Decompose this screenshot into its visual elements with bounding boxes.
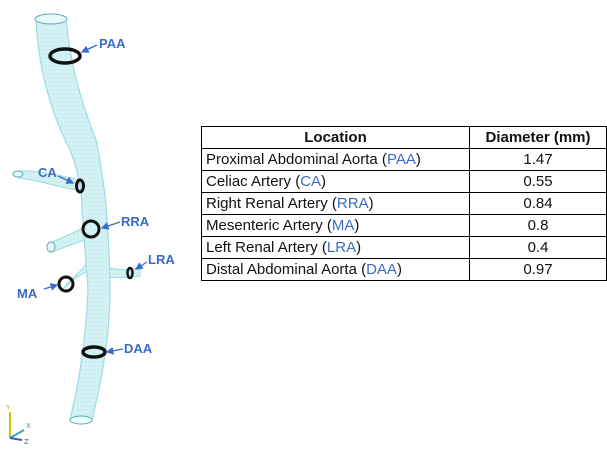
lra-arrow [134,261,148,270]
aorta-bottom-opening [69,415,93,425]
location-name: Left Renal Artery [206,239,318,256]
axis-x-label: X [26,422,31,430]
rra-arrow [100,221,121,230]
diameter-cell: 0.84 [469,192,607,215]
location-name: Mesenteric Artery [206,217,323,234]
axis-triad: Y X Z [5,404,31,446]
table-header-row: Location Diameter (mm) [201,126,607,149]
location-header: Location [201,126,470,149]
location-cell: Distal Abdominal Aorta (DAA) [201,258,470,281]
lra-ring [126,266,134,280]
rra-label: RRA [121,214,150,229]
diameter-table: Location Diameter (mm) Proximal Abdomina… [201,126,607,281]
ca-arrow [57,175,75,184]
ma-ring [57,275,75,293]
diameter-cell: 0.97 [469,258,607,281]
table-row: Distal Abdominal Aorta (DAA) 0.97 [201,258,607,281]
paa-arrow [80,44,98,53]
ma-label: MA [17,286,38,301]
paa-label: PAA [99,36,126,51]
daa-ring [81,345,107,359]
renal-opening [46,241,56,253]
axis-z-label: Z [24,438,29,446]
left-renal-artery-branch [107,267,141,279]
location-abbr: MA [331,217,355,234]
table-row: Mesenteric Artery (MA) 0.8 [201,214,607,237]
location-abbr: RRA [336,195,369,212]
location-name: Proximal Abdominal Aorta [206,151,378,168]
location-abbr: DAA [366,261,397,278]
daa-arrow [105,346,124,355]
diameter-cell: 1.47 [469,148,607,171]
location-cell: Mesenteric Artery (MA) [201,214,470,237]
ca-label: CA [38,165,57,180]
location-cell: Left Renal Artery (LRA) [201,236,470,259]
table-row: Left Renal Artery (LRA) 0.4 [201,236,607,259]
table-row: Proximal Abdominal Aorta (PAA) 1.47 [201,148,607,171]
diameter-cell: 0.4 [469,236,607,259]
location-name: Distal Abdominal Aorta [206,261,357,278]
axis-y-label: Y [5,404,11,412]
lra-label: LRA [148,252,175,267]
location-cell: Proximal Abdominal Aorta (PAA) [201,148,470,171]
location-cell: Right Renal Artery (RRA) [201,192,470,215]
diameter-cell: 0.55 [469,170,607,193]
location-name: Right Renal Artery [206,195,328,212]
diameter-header: Diameter (mm) [469,126,607,149]
table-row: Right Renal Artery (RRA) 0.84 [201,192,607,215]
location-abbr: CA [300,173,322,190]
diameter-cell: 0.8 [469,214,607,237]
paa-ring [48,47,82,65]
ma-arrow [43,283,59,291]
aorta-top-opening [34,13,68,25]
abdominal-aorta-trunk [35,17,111,421]
location-name: Celiac Artery [206,173,292,190]
location-abbr: PAA [386,151,416,168]
rra-ring [81,219,101,239]
location-cell: Celiac Artery (CA) [201,170,470,193]
celiac-opening [12,170,24,178]
ca-ring [75,178,85,194]
table-row: Celiac Artery (CA) 0.55 [201,170,607,193]
location-abbr: LRA [326,239,357,256]
aorta-model-diagram: PAA CA RRA LRA MA DAA Y X Z [5,13,175,446]
daa-label: DAA [124,341,153,356]
